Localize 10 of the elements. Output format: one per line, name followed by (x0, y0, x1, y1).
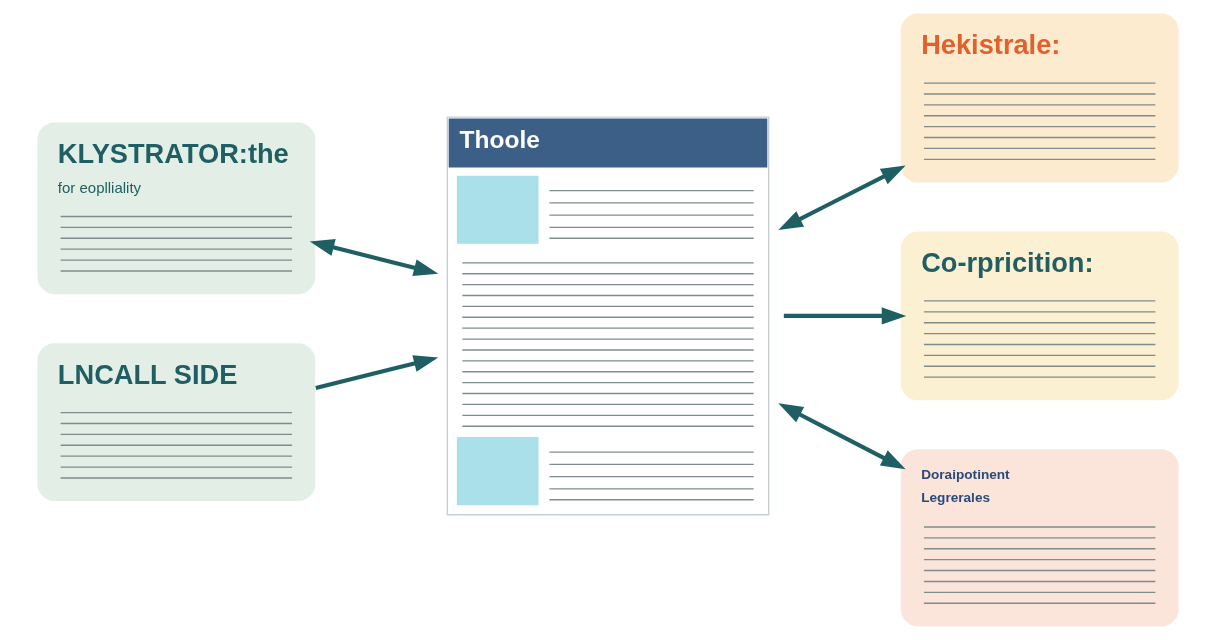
arrow (778, 165, 906, 231)
node-box: Co-rpricition: (900, 231, 1179, 401)
node-box: LNCALL SIDE (37, 343, 316, 502)
arrow (783, 307, 907, 325)
node-box: KLYSTRATOR:the for eoplliality (37, 122, 316, 295)
arrow (778, 403, 906, 470)
arrow (315, 355, 439, 390)
node-box: Doraipotinent Legrerales (900, 449, 1179, 627)
arrow (309, 239, 439, 277)
node-box: Hekistrale: (900, 13, 1179, 183)
